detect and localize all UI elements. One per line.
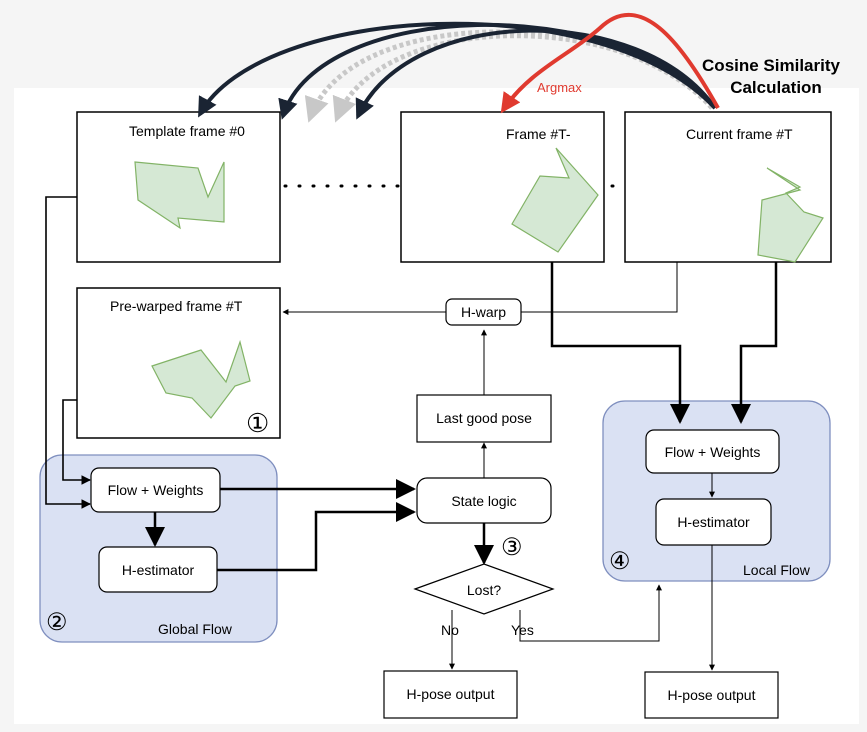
yes-label: Yes: [511, 622, 534, 638]
global-h-estimator-node: [98, 546, 218, 593]
template-shape: [134, 161, 225, 230]
global-flow-weights-node: [90, 467, 221, 513]
similarity-arrow-dashed-2: [332, 33, 714, 123]
last-good-pose-node: [416, 394, 552, 443]
local-h-estimator-node: [655, 498, 772, 546]
local-flow-panel: [602, 400, 831, 582]
current-frame-label: Current frame #T: [686, 126, 793, 142]
state-logic-node: [416, 477, 552, 524]
current-shape: [757, 167, 824, 263]
global-flow-label: Global Flow: [158, 621, 233, 637]
previous-shape: [511, 147, 599, 253]
prewarped-frame-label: Pre-warped frame #T: [110, 298, 243, 314]
last-good-pose-label: Last good pose: [436, 410, 532, 426]
title-line-2: Calculation: [730, 78, 822, 97]
previous-frame-label: Frame #T-: [506, 126, 571, 142]
global-h-estimator-label: H-estimator: [122, 562, 195, 578]
argmax-label: Argmax: [537, 80, 582, 95]
hpose-output-left-node: [383, 670, 518, 719]
no-label: No: [441, 622, 459, 638]
global-flow-weights-label: Flow + Weights: [108, 482, 204, 498]
template-frame-label: Template frame #0: [129, 123, 245, 139]
local-flow-label: Local Flow: [743, 562, 811, 578]
prewarped-shape: [151, 339, 251, 419]
hpose-output-left-label: H-pose output: [407, 686, 495, 702]
prewarped-to-global-flow-arrow: [62, 399, 91, 485]
similarity-arrow-to-template: [198, 21, 717, 118]
argmax-arrow: [500, 13, 720, 114]
template-to-global-flow-arrow: [45, 196, 91, 509]
template-frame-box: [76, 111, 281, 263]
hwarp-label: H-warp: [461, 304, 506, 320]
marker-two: ②: [46, 609, 68, 636]
global-hest-to-state-arrow: [217, 502, 416, 572]
lost-yes-arrow: [519, 584, 662, 642]
hpose-output-right-node: [644, 671, 779, 719]
marker-three: ③: [501, 534, 523, 561]
local-flow-weights-node: [645, 429, 780, 474]
local-h-estimator-label: H-estimator: [677, 514, 750, 530]
hwarp-node: [445, 298, 522, 326]
lost-decision-node: [413, 563, 555, 615]
title-line-1: Cosine Similarity: [702, 56, 840, 75]
local-flow-weights-label: Flow + Weights: [665, 444, 761, 460]
current-to-hwarp-line: [521, 262, 678, 313]
current-to-local-flow-arrow: [731, 262, 778, 424]
hpose-output-right-label: H-pose output: [668, 687, 756, 703]
lost-label: Lost?: [467, 582, 501, 598]
previous-to-local-flow-arrow: [550, 262, 690, 424]
marker-four: ④: [609, 548, 631, 575]
state-logic-label: State logic: [451, 493, 516, 509]
similarity-arrow-3: [355, 28, 717, 120]
marker-one: ①: [246, 408, 269, 438]
similarity-arrow-2: [278, 23, 717, 120]
